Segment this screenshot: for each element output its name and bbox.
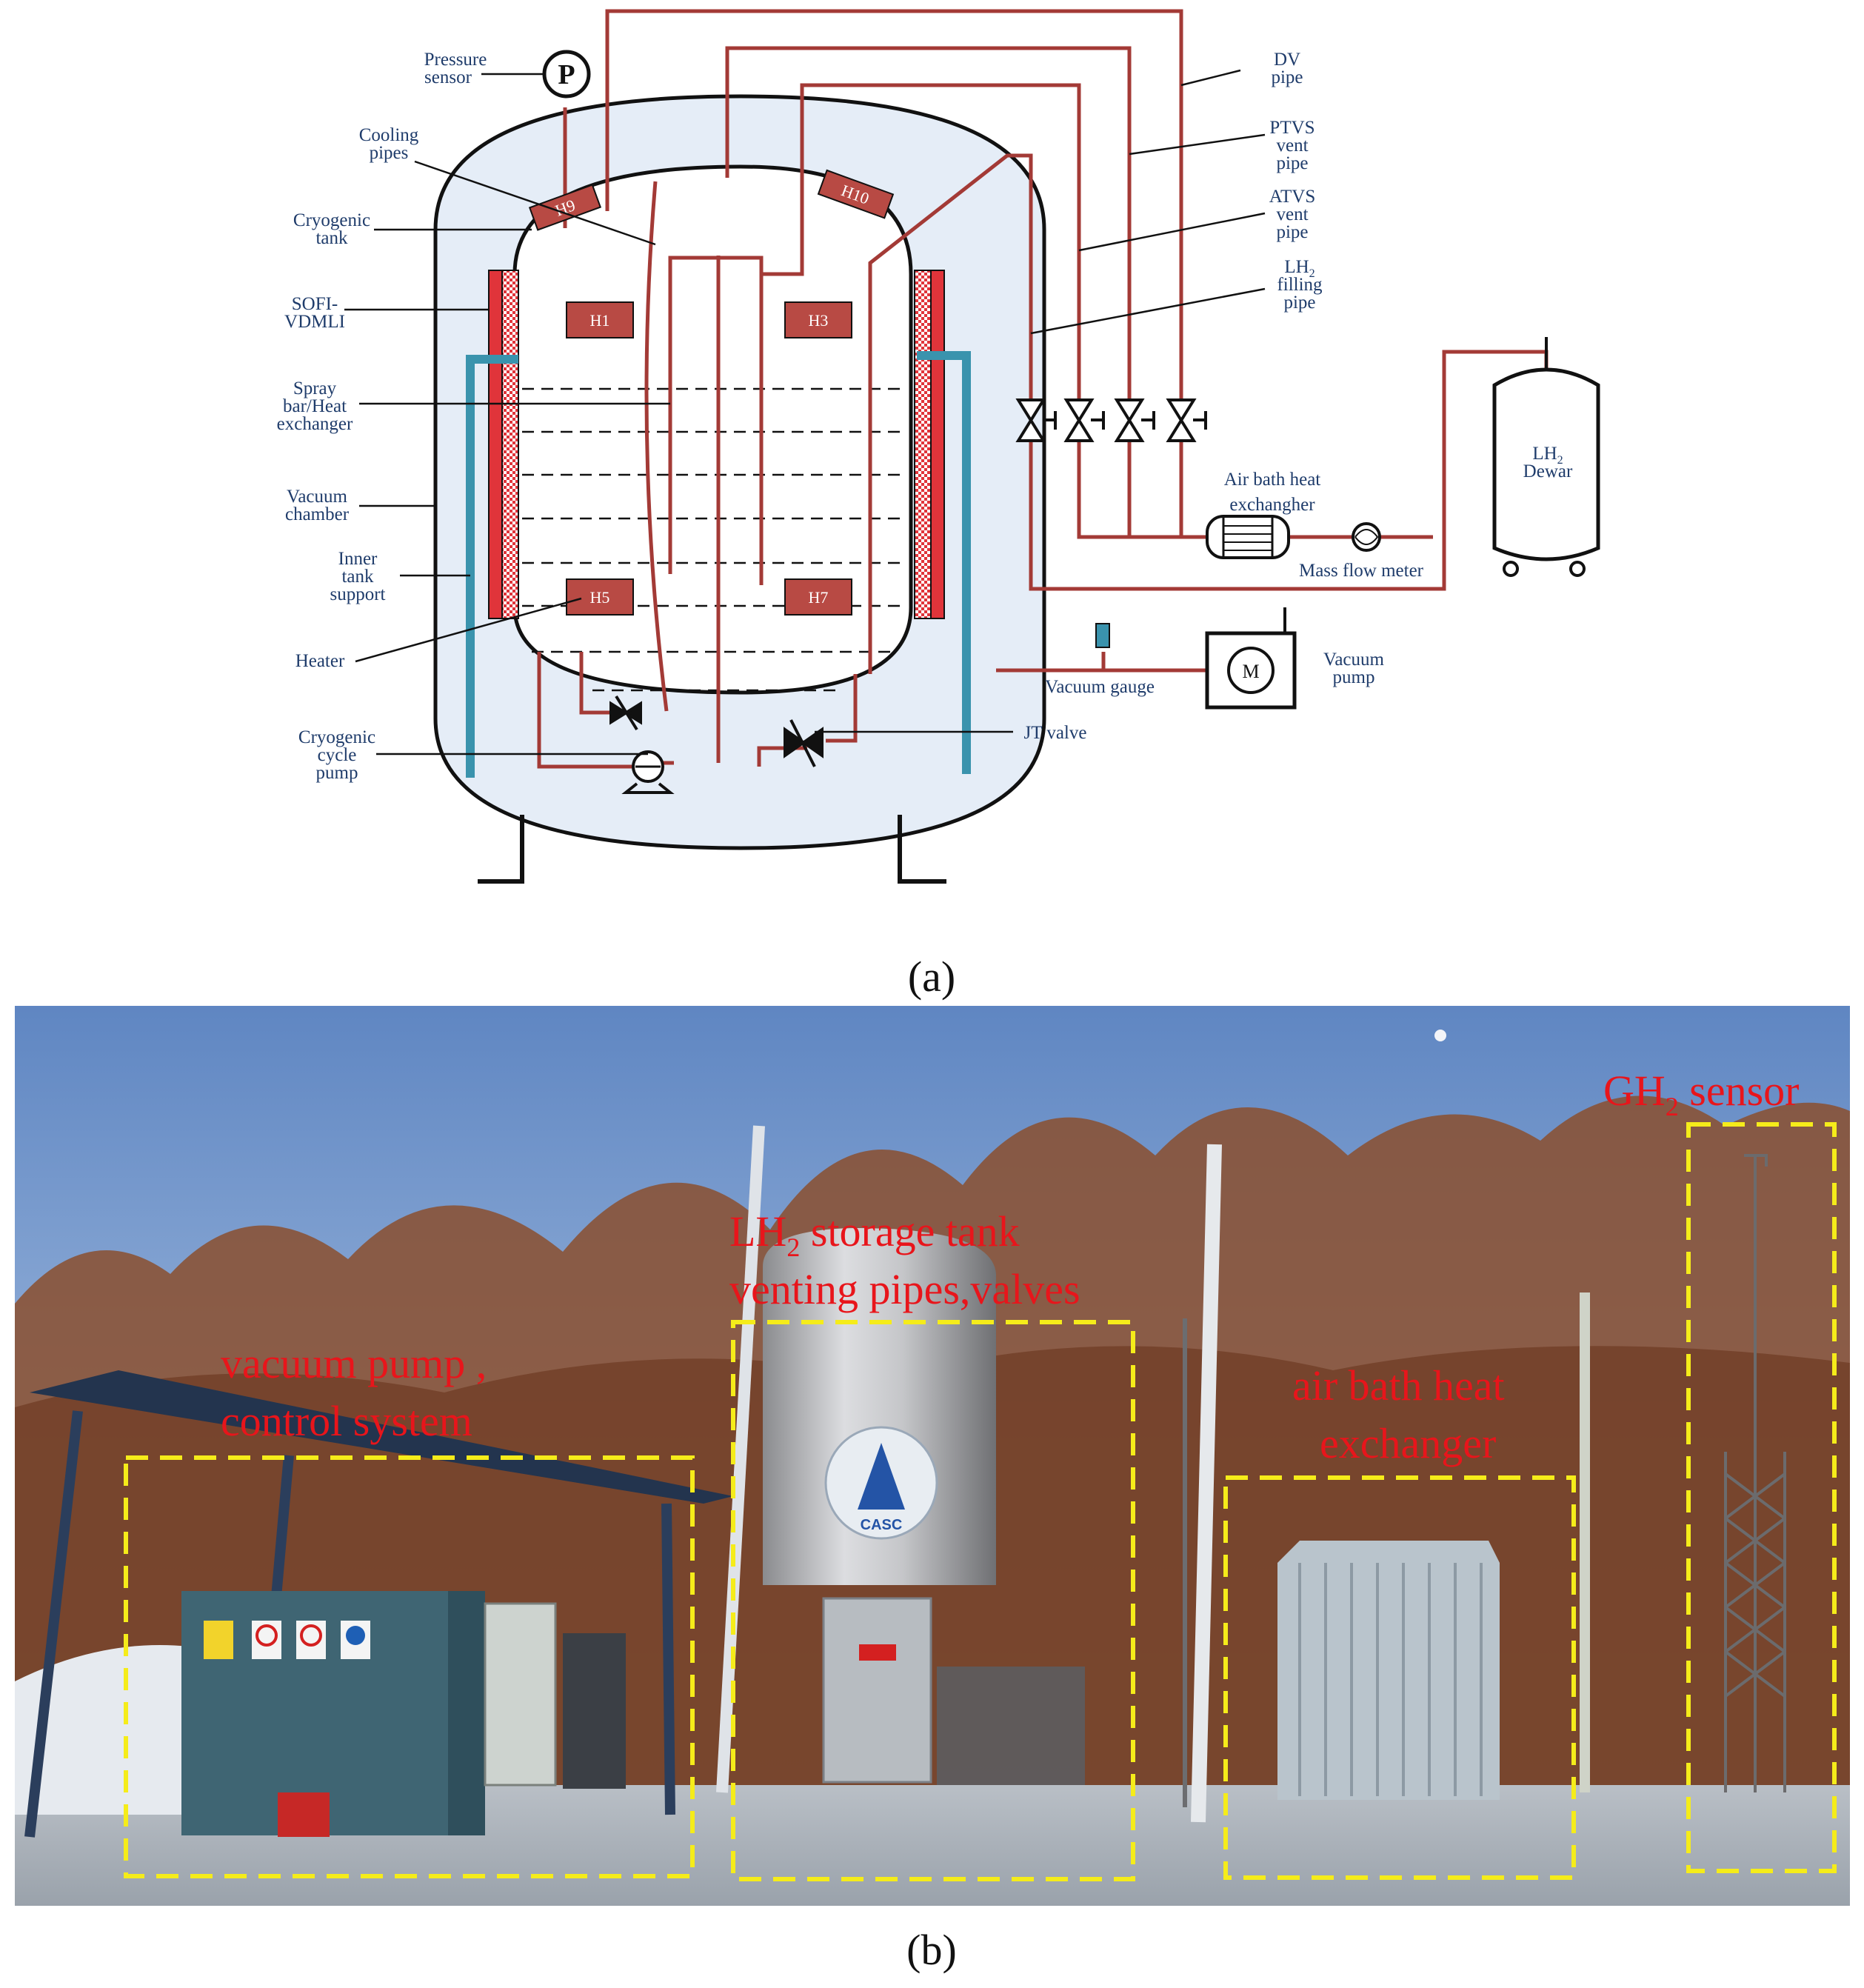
cryogenic-tank	[512, 164, 913, 695]
snow-slope	[15, 1645, 222, 1815]
svg-text:H5: H5	[590, 588, 610, 607]
vacuum-pump-control-label: vacuum pump ,control system	[221, 1339, 487, 1445]
mass-flow-meter-label: Mass flow meter	[1299, 561, 1424, 581]
jt-valve-label: JT valve	[1024, 723, 1087, 743]
caption-b: (b)	[906, 1926, 957, 1974]
motor-symbol: M	[1242, 661, 1259, 682]
region-storage-tank	[731, 1320, 1135, 1881]
valve-dv-icon	[1166, 398, 1207, 442]
fire-extinguishers	[278, 1792, 330, 1837]
lh2-dewar-icon	[1492, 337, 1600, 577]
external-valves	[1015, 398, 1207, 442]
warning-signs	[204, 1621, 370, 1659]
vacuum-pump-icon: M	[1205, 607, 1297, 710]
svg-text:H3: H3	[809, 311, 829, 330]
left-leg	[478, 815, 524, 884]
schematic-panel: P H9 H10 H1 H3 H5 H7	[277, 9, 1600, 1001]
lh2-storage-tank: CASC	[763, 1228, 1085, 1785]
spray-bar-levels	[522, 387, 907, 692]
mli-right-solid	[930, 270, 945, 619]
valve-filling-icon	[1015, 398, 1057, 442]
air-bath-heat-exchanger-icon	[1206, 515, 1290, 559]
heater-h3: H3	[784, 301, 852, 338]
region-gh2-sensor	[1686, 1122, 1837, 1873]
right-leg	[898, 815, 946, 884]
sofi-vdmli-label: SOFI-VDMLI	[284, 294, 345, 332]
jt-valve-icon	[784, 719, 824, 767]
heater-h10: H10	[817, 169, 895, 219]
svg-text:H7: H7	[809, 588, 829, 607]
vent-pole	[716, 1125, 765, 1793]
tank-control-box	[822, 1597, 932, 1784]
region-vacuum-pump-control	[124, 1455, 695, 1878]
air-bath-heat-exchanger	[1277, 1541, 1500, 1800]
heater-h1: H1	[566, 301, 634, 338]
mli-left-solid	[488, 270, 503, 619]
vacuum-gauge-label: Vacuum gauge	[1045, 677, 1155, 697]
valve-ptvs-icon	[1114, 398, 1155, 442]
heater-label: Heater	[295, 651, 345, 671]
jt-valve-small-icon	[609, 695, 642, 731]
caption-a: (a)	[908, 953, 955, 1001]
moon-icon	[1434, 1030, 1446, 1041]
shed	[24, 1370, 733, 1838]
leader-lines	[344, 69, 1266, 755]
vacuum-gauge-icon	[1095, 623, 1110, 648]
mli-left-hatched	[501, 270, 519, 619]
mast-pole	[1191, 1144, 1222, 1823]
heater-h7: H7	[784, 578, 852, 616]
mass-flow-meter-icon	[1352, 522, 1381, 552]
vacuum-pump-unit	[484, 1602, 557, 1787]
casc-logo-text: CASC	[861, 1517, 903, 1533]
gh2-sensor-tower	[1724, 1154, 1786, 1792]
inner-tank-support-left	[466, 355, 518, 778]
region-air-bath	[1223, 1475, 1576, 1880]
svg-text:H1: H1	[590, 311, 610, 330]
mli-right-hatched	[914, 270, 932, 619]
valve-atvs-icon	[1063, 398, 1105, 442]
heater-h5: H5	[566, 578, 634, 616]
p-symbol: P	[558, 59, 575, 90]
inner-tank-support-right	[917, 351, 971, 774]
cryogenic-cycle-pump-icon	[621, 750, 675, 794]
gh2-sensor-label: GH2 sensor	[1603, 1067, 1799, 1121]
photo-panel: CASC	[15, 1006, 1850, 1906]
